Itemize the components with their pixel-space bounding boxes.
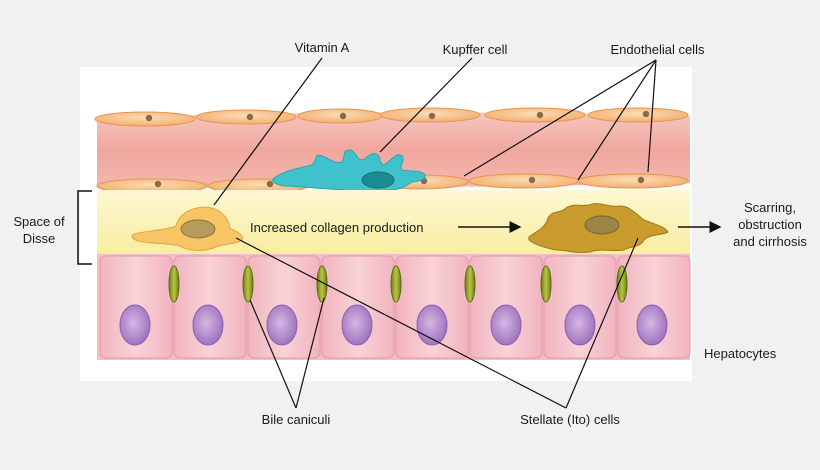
kupffer-cell [272, 149, 426, 192]
label-endothelial-cells: Endothelial cells [610, 42, 705, 57]
kupffer-leader [379, 57, 473, 153]
hepatocyte-nucleus [341, 304, 373, 346]
stellate-cell-quiescent [131, 206, 243, 251]
hepatocyte-nucleus [192, 304, 224, 346]
label-bile-canaliculi: Bile caniculi [261, 412, 331, 427]
endothelial-leader-3 [647, 59, 657, 173]
hepatocyte-nucleus [490, 304, 522, 346]
scarring-line3: and cirrhosis [733, 234, 807, 249]
bile-canaliculus [540, 265, 552, 303]
scarring-line2: obstruction [738, 217, 802, 232]
label-stellate-cells: Stellate (Ito) cells [520, 412, 620, 427]
stellate-leader-1 [235, 237, 567, 409]
bile-canaliculus [168, 265, 180, 303]
stellate-cell-activated [528, 203, 669, 254]
scarring-line1: Scarring, [743, 200, 797, 215]
bile-canaliculus [242, 265, 254, 303]
bile-leader-1 [249, 299, 297, 409]
space-of-disse-bracket [77, 190, 92, 265]
hepatocyte-layer [97, 254, 691, 360]
bile-canaliculus [616, 265, 628, 303]
label-kupffer-cell: Kupffer cell [442, 42, 508, 57]
hepatocyte-nucleus [636, 304, 668, 346]
hepatocyte-nucleus [266, 304, 298, 346]
label-scarring: Scarring, obstruction and cirrhosis [720, 199, 820, 250]
label-hepatocytes: Hepatocytes [704, 346, 777, 361]
label-vitamin-a: Vitamin A [294, 40, 350, 55]
bile-leader-2 [295, 297, 325, 409]
label-collagen: Increased collagen production [250, 220, 424, 235]
hepatocyte-nucleus [119, 304, 151, 346]
space-of-disse-line2: Disse [22, 231, 56, 246]
endothelial-leader-1 [463, 59, 657, 177]
vitamin-a-leader [213, 57, 323, 206]
bile-canaliculus [316, 265, 328, 303]
bile-canaliculus [464, 265, 476, 303]
hepatocyte-nucleus [564, 304, 596, 346]
bile-canaliculus [390, 265, 402, 303]
label-space-of-disse: Space of Disse [4, 213, 74, 247]
endothelium-layer [94, 107, 690, 194]
stellate-leader-2 [565, 237, 639, 409]
space-of-disse-line1: Space of [13, 214, 65, 229]
leader-lines [213, 57, 657, 409]
endothelial-leader-2 [577, 59, 657, 181]
